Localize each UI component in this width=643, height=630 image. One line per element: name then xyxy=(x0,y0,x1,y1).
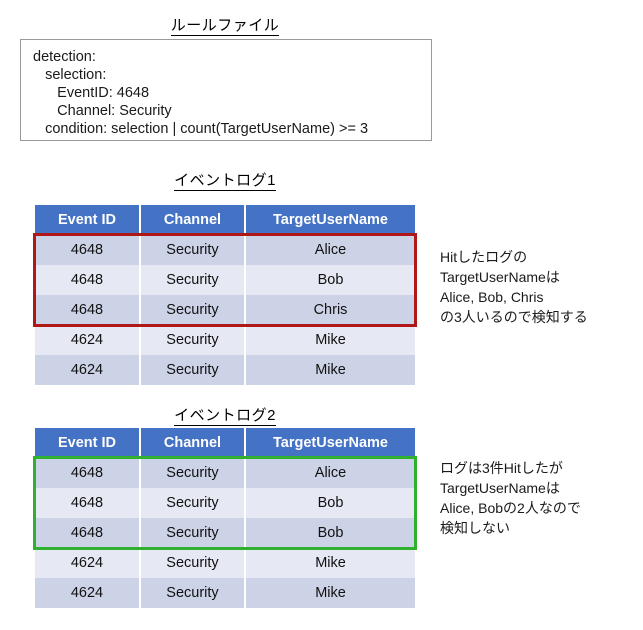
annotation-line: Hitしたログの xyxy=(440,249,528,265)
annotation-line: ログは3件Hitしたが xyxy=(440,460,563,476)
table-row: 4624 Security Mike xyxy=(35,355,415,385)
cell-target-user-name: Chris xyxy=(244,295,415,325)
table-row: 4624 Security Mike xyxy=(35,548,415,578)
annotation-line: TargetUserNameは xyxy=(440,480,560,496)
cell-event-id: 4648 xyxy=(35,488,141,518)
event-log-1-title: イベントログ1 xyxy=(35,169,415,191)
cell-channel: Security xyxy=(139,518,246,548)
event-log-1-table: Event ID Channel TargetUserName 4648 Sec… xyxy=(35,205,415,385)
rule-line-eventid: EventID: 4648 xyxy=(33,85,150,101)
table-header-row: Event ID Channel TargetUserName xyxy=(35,428,415,458)
cell-channel: Security xyxy=(139,325,246,355)
rule-line-channel: Channel: Security xyxy=(33,103,172,119)
column-header-event-id: Event ID xyxy=(35,205,141,235)
cell-target-user-name: Mike xyxy=(244,578,415,608)
cell-target-user-name: Mike xyxy=(244,325,415,355)
annotation-line: TargetUserNameは xyxy=(440,269,560,285)
column-header-event-id: Event ID xyxy=(35,428,141,458)
cell-event-id: 4624 xyxy=(35,325,141,355)
cell-event-id: 4624 xyxy=(35,578,141,608)
table-row: 4624 Security Mike xyxy=(35,325,415,355)
cell-event-id: 4648 xyxy=(35,235,141,265)
column-header-channel: Channel xyxy=(139,205,246,235)
table-header-row: Event ID Channel TargetUserName xyxy=(35,205,415,235)
cell-event-id: 4648 xyxy=(35,458,141,488)
cell-event-id: 4648 xyxy=(35,265,141,295)
cell-target-user-name: Mike xyxy=(244,548,415,578)
event-log-2-title: イベントログ2 xyxy=(35,404,415,426)
rule-file-title-text: ルールファイル xyxy=(170,17,280,36)
cell-target-user-name: Bob xyxy=(244,518,415,548)
cell-target-user-name: Bob xyxy=(244,265,415,295)
cell-channel: Security xyxy=(139,458,246,488)
rule-line-selection: selection: xyxy=(33,67,107,83)
rule-file-box: detection: selection: EventID: 4648 Chan… xyxy=(20,39,432,141)
column-header-target-user-name: TargetUserName xyxy=(244,428,415,458)
table-row: 4648 Security Bob xyxy=(35,518,415,548)
annotation-line: 検知しない xyxy=(440,520,510,536)
table-row: 4648 Security Bob xyxy=(35,265,415,295)
table-row: 4648 Security Alice xyxy=(35,235,415,265)
table-row: 4648 Security Bob xyxy=(35,488,415,518)
event-log-1-title-text: イベントログ1 xyxy=(174,172,276,191)
cell-event-id: 4624 xyxy=(35,355,141,385)
event-log-2-annotation: ログは3件Hitしたが TargetUserNameは Alice, Bobの2… xyxy=(440,458,643,538)
column-header-target-user-name: TargetUserName xyxy=(244,205,415,235)
cell-event-id: 4648 xyxy=(35,518,141,548)
cell-target-user-name: Bob xyxy=(244,488,415,518)
annotation-line: Alice, Bobの2人なので xyxy=(440,500,581,516)
cell-channel: Security xyxy=(139,578,246,608)
table-row: 4648 Security Chris xyxy=(35,295,415,325)
cell-target-user-name: Mike xyxy=(244,355,415,385)
column-header-channel: Channel xyxy=(139,428,246,458)
annotation-line: Alice, Bob, Chris xyxy=(440,289,544,305)
cell-channel: Security xyxy=(139,295,246,325)
rule-line-condition: condition: selection | count(TargetUserN… xyxy=(33,121,369,137)
cell-channel: Security xyxy=(139,355,246,385)
cell-event-id: 4624 xyxy=(35,548,141,578)
cell-channel: Security xyxy=(139,235,246,265)
cell-channel: Security xyxy=(139,488,246,518)
event-log-1-annotation: Hitしたログの TargetUserNameは Alice, Bob, Chr… xyxy=(440,247,643,327)
event-log-2-table: Event ID Channel TargetUserName 4648 Sec… xyxy=(35,428,415,608)
annotation-line: の3人いるので検知する xyxy=(440,309,588,325)
event-log-2-title-text: イベントログ2 xyxy=(174,407,276,426)
rule-file-title: ルールファイル xyxy=(35,14,415,36)
rule-line-detection: detection: xyxy=(33,49,96,65)
cell-channel: Security xyxy=(139,265,246,295)
cell-event-id: 4648 xyxy=(35,295,141,325)
cell-channel: Security xyxy=(139,548,246,578)
cell-target-user-name: Alice xyxy=(244,235,415,265)
table-row: 4624 Security Mike xyxy=(35,578,415,608)
table-row: 4648 Security Alice xyxy=(35,458,415,488)
cell-target-user-name: Alice xyxy=(244,458,415,488)
